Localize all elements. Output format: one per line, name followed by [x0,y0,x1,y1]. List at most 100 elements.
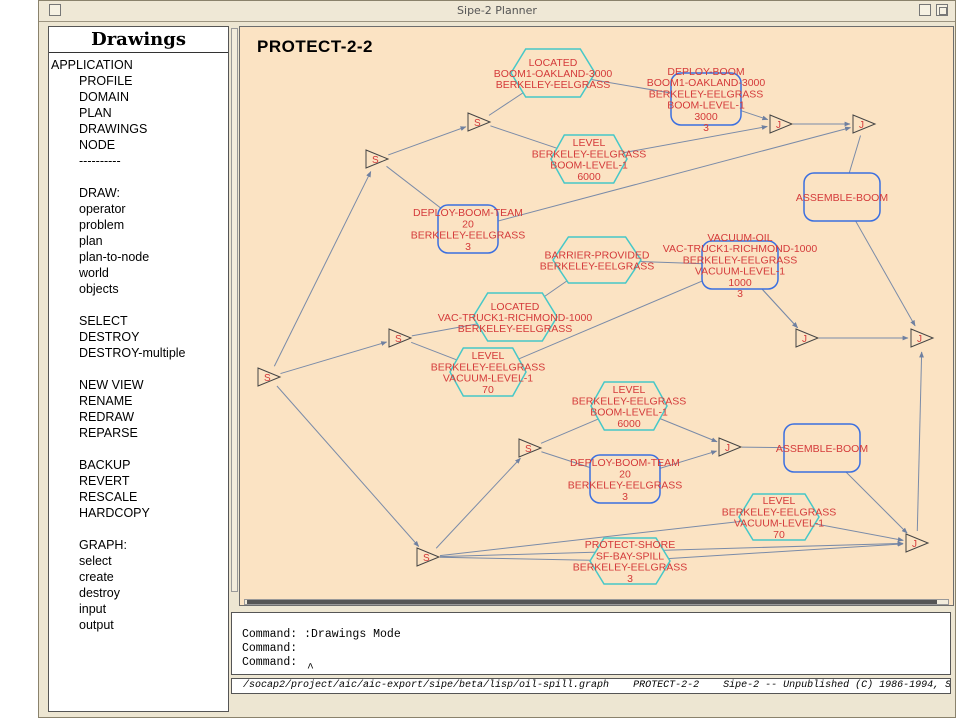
menu-item-plan-to-node[interactable]: plan-to-node [79,250,150,264]
vertical-scrollbar[interactable] [231,28,238,592]
goal-node-text: LEVEL [573,137,606,149]
action-node-text: DEPLOY-BOOM [667,66,744,78]
graph-edge [847,207,916,327]
menu-item-select[interactable]: select [79,554,112,568]
menu-item-redraw[interactable]: REDRAW [79,410,135,424]
split-node[interactable]: S [257,367,282,387]
menu-item-output[interactable]: output [79,618,114,632]
menu-item-application[interactable]: APPLICATION [51,58,133,72]
window-menu-button[interactable] [49,4,61,16]
menu-item-rename[interactable]: RENAME [79,394,133,408]
action-node[interactable]: ASSEMBLE-BOOM [796,172,888,222]
goal-node[interactable]: PROTECT-SHORESF-BAY-SPILLBERKELEY-EELGRA… [573,537,688,585]
goal-hexagon [589,537,671,585]
action-node[interactable]: DEPLOY-BOOMBOOM1-OAKLAND-3000BERKELEY-EE… [647,66,766,134]
graph-edge [388,126,467,156]
goal-node-text: LEVEL [472,350,505,362]
join-node[interactable]: J [910,328,935,348]
title-bar[interactable]: Sipe-2 Planner [39,1,955,22]
menu-item-input[interactable]: input [79,602,107,616]
goal-node-text: 70 [773,529,785,541]
action-node-text: BOOM-LEVEL-1 [667,100,745,112]
menu-item-node[interactable]: NODE [79,138,116,152]
action-node[interactable]: ASSEMBLE-BOOM [776,423,868,473]
menu-item-destroy-multiple[interactable]: DESTROY-multiple [79,346,186,360]
connector-label: S [264,373,271,384]
split-node[interactable]: S [416,547,441,567]
menu-item-hardcopy[interactable]: HARDCOPY [79,506,150,520]
graph-edge [916,351,924,532]
split-node[interactable]: S [518,438,543,458]
action-node-text: ASSEMBLE-BOOM [796,192,888,204]
menu-item-rescale[interactable]: RESCALE [79,490,138,504]
menu-item-drawings[interactable]: DRAWINGS [79,122,148,136]
menu-item-plan[interactable]: plan [79,234,103,248]
connector-triangle [769,114,794,134]
menu-item-create[interactable]: create [79,570,114,584]
menu-item-new-view[interactable]: NEW VIEW [79,378,144,392]
menu-item-plan[interactable]: PLAN [79,106,112,120]
graph-edge [641,541,904,561]
connector-label: J [912,539,917,550]
menu-item-destroy[interactable]: DESTROY [79,330,140,344]
goal-node-text: VAC-TRUCK1-RICHMOND-1000 [438,312,593,324]
goal-node-text: LOCATED [529,57,578,69]
join-node[interactable]: J [769,114,794,134]
join-node[interactable]: J [795,328,820,348]
horizontal-scrollbar[interactable] [244,599,949,605]
menu-item-backup[interactable]: BACKUP [79,458,131,472]
menu-item-domain[interactable]: DOMAIN [79,90,129,104]
join-node[interactable]: J [852,114,877,134]
menu-item-select[interactable]: SELECT [79,314,128,328]
command-pane[interactable]: Command: :Drawings Mode Command: Command… [231,612,951,675]
menu-item-destroy[interactable]: destroy [79,586,120,600]
action-node-text: BERKELEY-EELGRASS [411,230,526,242]
action-node[interactable]: VACUUM-OILVAC-TRUCK1-RICHMOND-1000BERKEL… [663,232,818,300]
plan-graph[interactable]: S S S S S S J J J J J J LOCATEDBOOM1-OAKLAND-3000BER… [240,27,954,606]
goal-node[interactable]: LOCATEDBOOM1-OAKLAND-3000BERKELEY-EELGRA… [494,48,613,98]
maximize-button[interactable] [936,4,948,16]
connector-label: J [859,120,864,131]
connector-label: J [802,334,807,345]
split-node[interactable]: S [388,328,413,348]
status-text: /socap2/project/aic/aic-export/sipe/beta… [237,680,951,691]
split-node[interactable]: S [467,112,492,132]
action-node-text: 3 [703,122,709,134]
join-node[interactable]: J [718,437,743,457]
window-title: Sipe-2 Planner [457,4,537,17]
menu-item-world[interactable]: world [79,266,109,280]
goal-hexagon [472,292,558,342]
minimize-button[interactable] [919,4,931,16]
connector-triangle [905,533,930,553]
horizontal-scroll-thumb[interactable] [247,600,937,604]
menu-item-profile[interactable]: PROFILE [79,74,133,88]
action-node-text: 3000 [694,111,718,123]
menu-item-problem[interactable]: problem [79,218,125,232]
connector-label: J [776,120,781,131]
connector-triangle [388,328,413,348]
goal-hexagon [510,48,596,98]
command-cursor: ^ [307,662,314,675]
goal-node-text: 70 [482,384,494,396]
join-node[interactable]: J [905,533,930,553]
goal-hexagon [590,381,668,431]
connector-label: J [917,334,922,345]
goal-node-text: VACUUM-LEVEL-1 [734,518,824,530]
command-line-3[interactable]: Command: [242,656,298,669]
connector-label: J [725,443,730,454]
goal-node[interactable]: LOCATEDVAC-TRUCK1-RICHMOND-1000BERKELEY-… [438,292,593,342]
menu-item-objects[interactable]: objects [79,282,119,296]
menu-item-revert[interactable]: REVERT [79,474,130,488]
split-node[interactable]: S [365,149,390,169]
menu-item-operator[interactable]: operator [79,202,126,216]
menu-item-reparse[interactable]: REPARSE [79,426,138,440]
connector-triangle [852,114,877,134]
